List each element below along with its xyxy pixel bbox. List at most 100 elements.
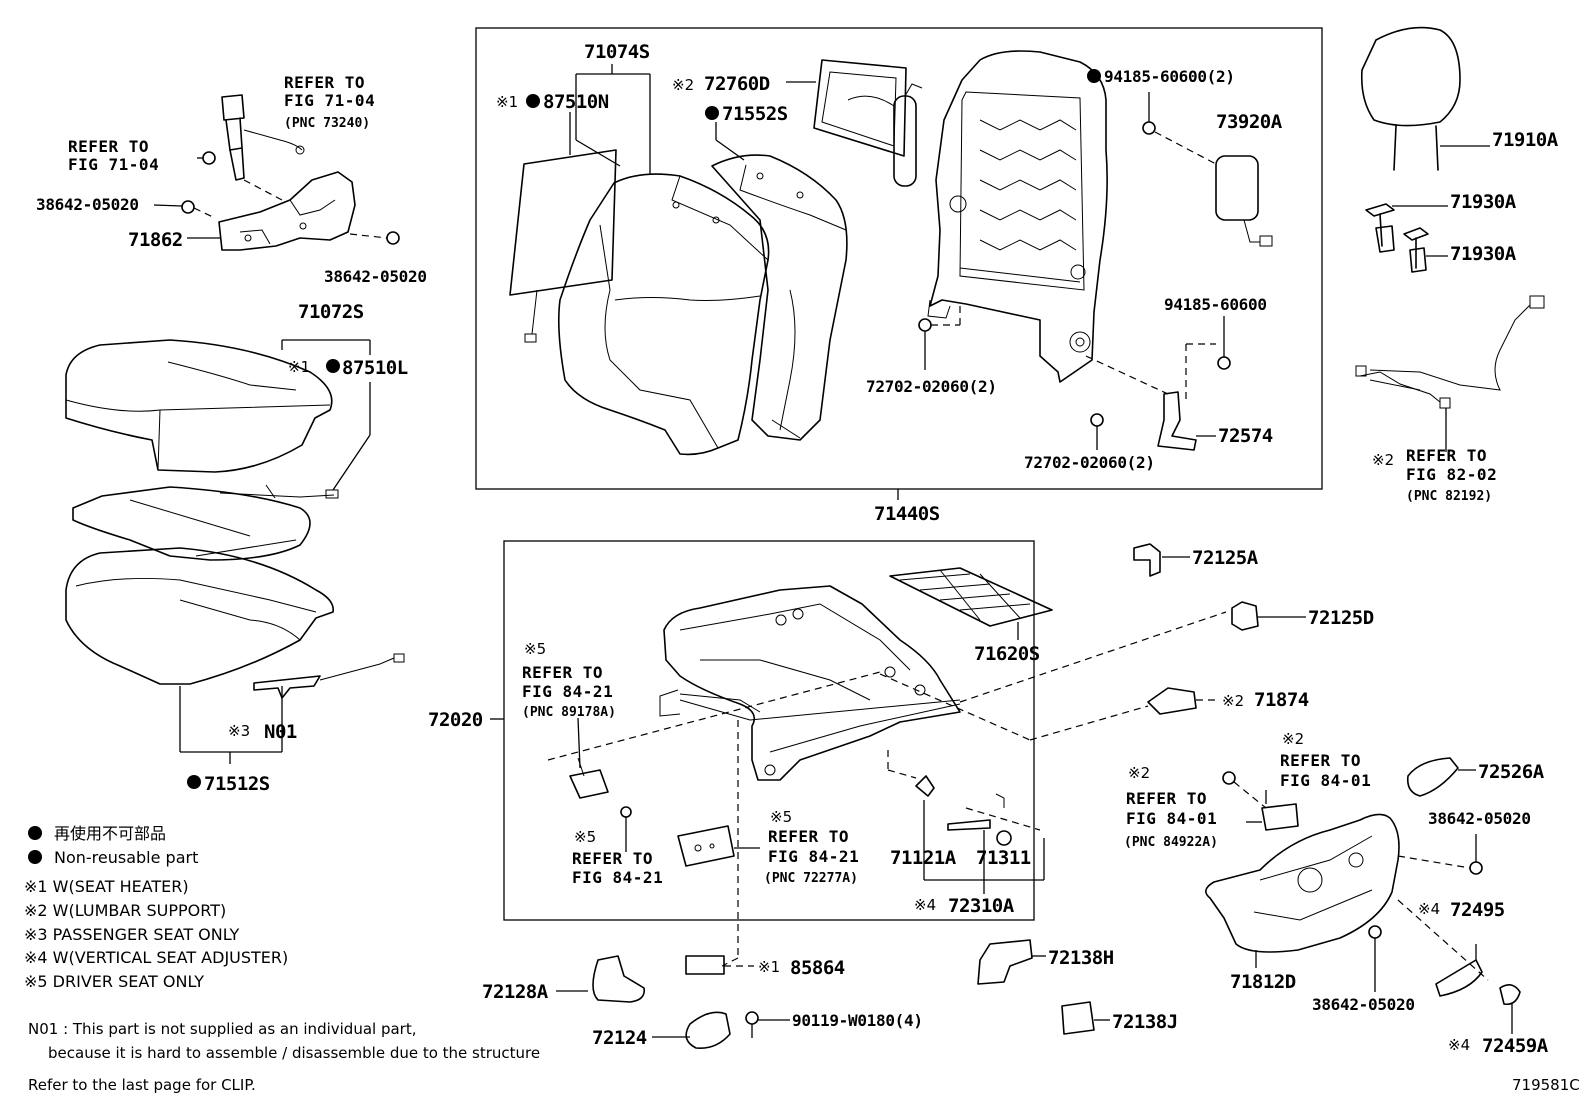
ref-fig84-21-a-l2: FIG 84-21: [522, 682, 613, 701]
mark-5-b: ※5: [574, 828, 596, 846]
part-38642-05020-c: 38642-05020: [1428, 809, 1531, 828]
screw-icon: [1469, 861, 1483, 875]
legend-note-4: ※4 W(VERTICAL SEAT ADJUSTER): [24, 948, 288, 967]
part-72702-02060-2-b: 72702-02060(2): [1024, 453, 1155, 472]
seat-frame-group-box: [503, 540, 1035, 921]
ref-fig84-01-b-l3: (PNC 84922A): [1124, 835, 1218, 850]
ref-fig71-04-top-l3: (PNC 73240): [284, 116, 370, 131]
cover-72277a-drawing: [677, 825, 735, 867]
ref-fig82-02-l2: FIG 82-02: [1406, 465, 1497, 484]
legend-note-5: ※5 DRIVER SEAT ONLY: [24, 972, 204, 991]
seatbelt-buckle-drawing: [221, 94, 305, 181]
part-72125d: 72125D: [1308, 607, 1374, 629]
legend-note-3: ※3 PASSENGER SEAT ONLY: [24, 925, 240, 944]
part-71440s: 71440S: [874, 503, 940, 525]
part-71862: 71862: [128, 229, 183, 251]
screw-icon: [745, 1011, 759, 1025]
clip-72125a-drawing: [1133, 543, 1161, 577]
part-71512s: 71512S: [204, 773, 270, 795]
seat-wire-harness-drawing: [1355, 295, 1545, 409]
seat-switch-drawing: [569, 757, 609, 799]
part-71930a-1: 71930A: [1450, 191, 1517, 213]
part-71552s: 71552S: [722, 103, 788, 125]
part-87510n: 87510N: [543, 91, 609, 113]
cap-72459a-drawing: [1499, 984, 1521, 1006]
non-reusable-dot-icon: [28, 826, 42, 840]
ref-fig71-04-left-l1: REFER TO: [68, 137, 149, 156]
part-72526a: 72526A: [1478, 761, 1545, 783]
mark-2-72760d: ※2: [672, 76, 694, 94]
ref-fig84-01-b-l2: FIG 84-01: [1126, 809, 1217, 828]
part-71074s: 71074S: [584, 41, 650, 63]
seatback-heater-87510n-drawing: [509, 149, 617, 343]
part-94185-60600: 94185-60600: [1164, 295, 1267, 314]
mark-5-a: ※5: [524, 640, 546, 658]
non-reusable-dot-icon: [705, 106, 719, 120]
part-71930a-2: 71930A: [1450, 243, 1517, 265]
nut-icon: [1217, 356, 1231, 370]
seatback-group-box: [475, 27, 1323, 490]
seat-side-shield-71812d-drawing: [1205, 813, 1400, 953]
bracket-72574-drawing: [1157, 391, 1197, 451]
part-38642-05020-d: 38642-05020: [1312, 995, 1415, 1014]
note-clip: Refer to the last page for CLIP.: [28, 1076, 256, 1094]
part-72459a: 72459A: [1482, 1035, 1549, 1057]
mark-5-c: ※5: [770, 808, 792, 826]
note-n01-line1: N01 : This part is not supplied as an in…: [28, 1020, 416, 1038]
part-38642-05020-b: 38642-05020: [324, 267, 427, 286]
seat-frame-72020-drawing: [659, 585, 961, 781]
seatback-cover-71074s-drawing: [557, 173, 770, 456]
mark-1-87510l: ※1: [288, 358, 310, 376]
mark-1-87510n: ※1: [496, 93, 518, 111]
part-94185-60600-2: 94185-60600(2): [1104, 67, 1235, 86]
seat-inner-cover-71862-drawing: [218, 171, 356, 251]
lever-72495-drawing: [1435, 959, 1483, 997]
ref-fig71-04-top-l2: FIG 71-04: [284, 91, 375, 110]
part-n01: N01: [264, 721, 297, 743]
mark-2-fig82: ※2: [1372, 451, 1394, 469]
cover-72138h-drawing: [977, 939, 1033, 985]
nut-icon: [996, 830, 1012, 846]
part-72020: 72020: [428, 709, 483, 731]
seat-spring-71620s-drawing: [889, 567, 1053, 627]
part-72138h: 72138H: [1048, 947, 1114, 969]
nut-icon: [1142, 121, 1156, 135]
mark-4-72495: ※4: [1418, 900, 1440, 918]
part-72124: 72124: [592, 1027, 647, 1049]
ref-fig84-21-c-l2: FIG 84-21: [768, 847, 859, 866]
part-72310a: 72310A: [948, 895, 1015, 917]
cover-71874-drawing: [1147, 687, 1197, 715]
mark-2-71874: ※2: [1222, 692, 1244, 710]
clip-72125d-drawing: [1231, 601, 1259, 631]
part-73920a: 73920A: [1216, 111, 1283, 133]
non-reusable-dot-icon: [187, 775, 201, 789]
non-reusable-dot-icon: [1087, 69, 1101, 83]
bolt-icon: [918, 318, 932, 332]
part-72760d: 72760D: [704, 73, 770, 95]
ref-fig82-02-l3: (PNC 82192): [1406, 489, 1492, 504]
part-85864: 85864: [790, 957, 845, 979]
cover-72138j-drawing: [1061, 1001, 1095, 1035]
part-38642-05020-a: 38642-05020: [36, 195, 139, 214]
knob-72526a-drawing: [1406, 757, 1459, 797]
cover-72124-drawing: [685, 1011, 731, 1050]
bolt-icon: [386, 231, 400, 245]
non-reusable-dot-icon: [526, 94, 540, 108]
part-72702-02060-2-a: 72702-02060(2): [866, 377, 997, 396]
part-71072s: 71072S: [298, 301, 364, 323]
part-72138j: 72138J: [1112, 1011, 1178, 1033]
bolt-icon: [202, 151, 216, 165]
ref-fig84-01-a-l2: FIG 84-01: [1280, 771, 1371, 790]
mark-4-72310a: ※4: [914, 896, 936, 914]
part-72128a: 72128A: [482, 981, 549, 1003]
part-71311: 71311: [976, 847, 1031, 869]
adjuster-link-drawing: [915, 775, 935, 797]
seat-heater-87510l-drawing: [72, 484, 339, 561]
screw-icon: [1222, 771, 1236, 785]
part-71910a: 71910A: [1492, 129, 1559, 151]
part-90119-w0180-4: 90119-W0180(4): [792, 1011, 923, 1030]
ref-fig84-21-b-l1: REFER TO: [572, 849, 653, 868]
cover-72128a-drawing: [592, 955, 646, 1003]
part-71620s: 71620S: [974, 643, 1040, 665]
